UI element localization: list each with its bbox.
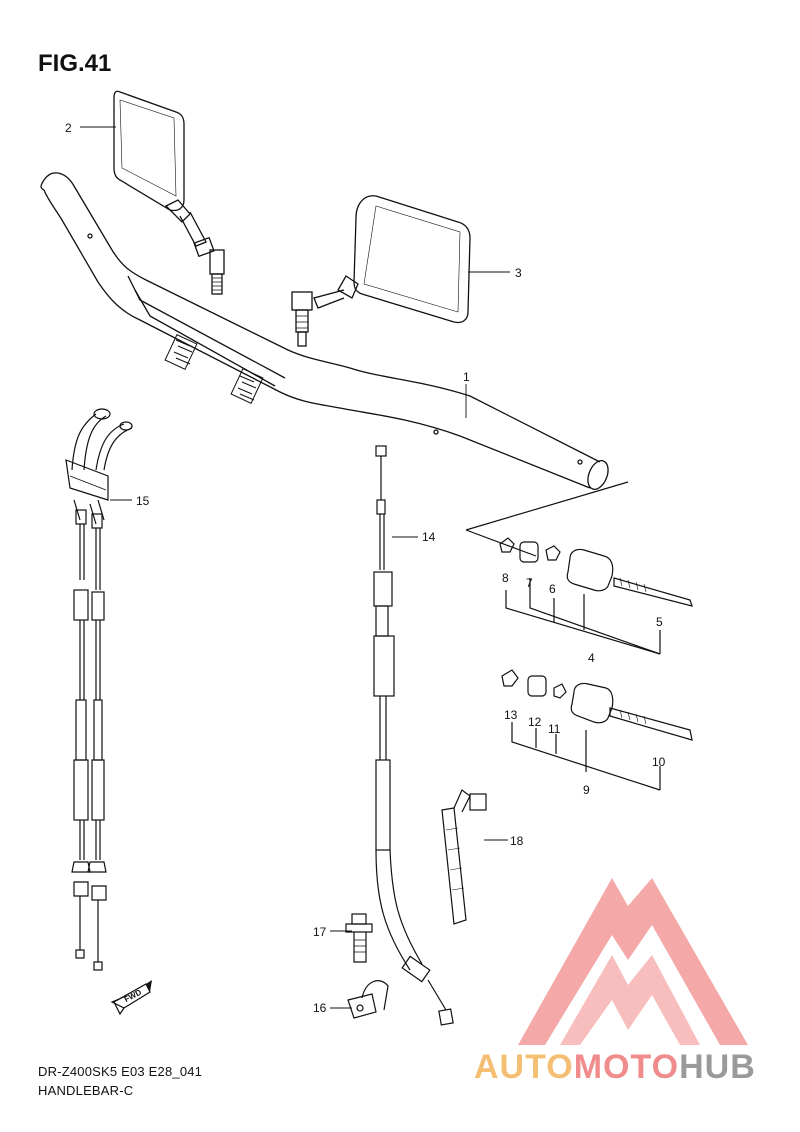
watermark-logo xyxy=(518,878,748,1045)
mirror-right xyxy=(291,195,471,347)
handlebar xyxy=(40,172,609,490)
clutch-cable xyxy=(373,445,454,1026)
callout-15: 15 xyxy=(136,494,150,508)
callout-13: 13 xyxy=(504,708,518,722)
cable-tie xyxy=(441,789,487,925)
callout-2: 2 xyxy=(65,121,72,135)
callout-18: 18 xyxy=(510,834,524,848)
fwd-arrow-icon: FWD xyxy=(110,980,152,1016)
balancer-upper xyxy=(465,481,693,655)
callout-17: 17 xyxy=(313,925,327,939)
callout-1: 1 xyxy=(463,370,470,384)
throttle-cables xyxy=(65,408,133,971)
balancer-lower xyxy=(501,669,693,791)
watermark-hub: HUB xyxy=(679,1048,756,1086)
figure-title: FIG.41 xyxy=(38,50,112,77)
clamp-bolt xyxy=(345,913,389,1019)
callout-16: 16 xyxy=(313,1001,327,1015)
callout-numbers: 1 2 3 4 5 6 7 8 9 10 11 12 13 14 15 16 1… xyxy=(65,121,666,1015)
section-name: HANDLEBAR-C xyxy=(38,1083,134,1098)
callout-12: 12 xyxy=(528,715,542,729)
callout-10: 10 xyxy=(652,755,666,769)
watermark-moto: MOTO xyxy=(573,1048,680,1086)
leader-lines xyxy=(80,126,510,1009)
callout-4: 4 xyxy=(588,651,595,665)
model-code: DR-Z400SK5 E03 E28_041 xyxy=(38,1064,203,1079)
callout-9: 9 xyxy=(583,783,590,797)
callout-14: 14 xyxy=(422,530,436,544)
callout-8: 8 xyxy=(502,571,509,585)
callout-3: 3 xyxy=(515,266,522,280)
mirror-left xyxy=(113,90,225,295)
callout-5: 5 xyxy=(656,615,663,629)
callout-6: 6 xyxy=(549,582,556,596)
callout-7: 7 xyxy=(526,576,533,590)
watermark-text: AUTOMOTOHUB xyxy=(474,1048,756,1087)
watermark-auto: AUTO xyxy=(474,1048,574,1086)
callout-11: 11 xyxy=(548,722,561,736)
